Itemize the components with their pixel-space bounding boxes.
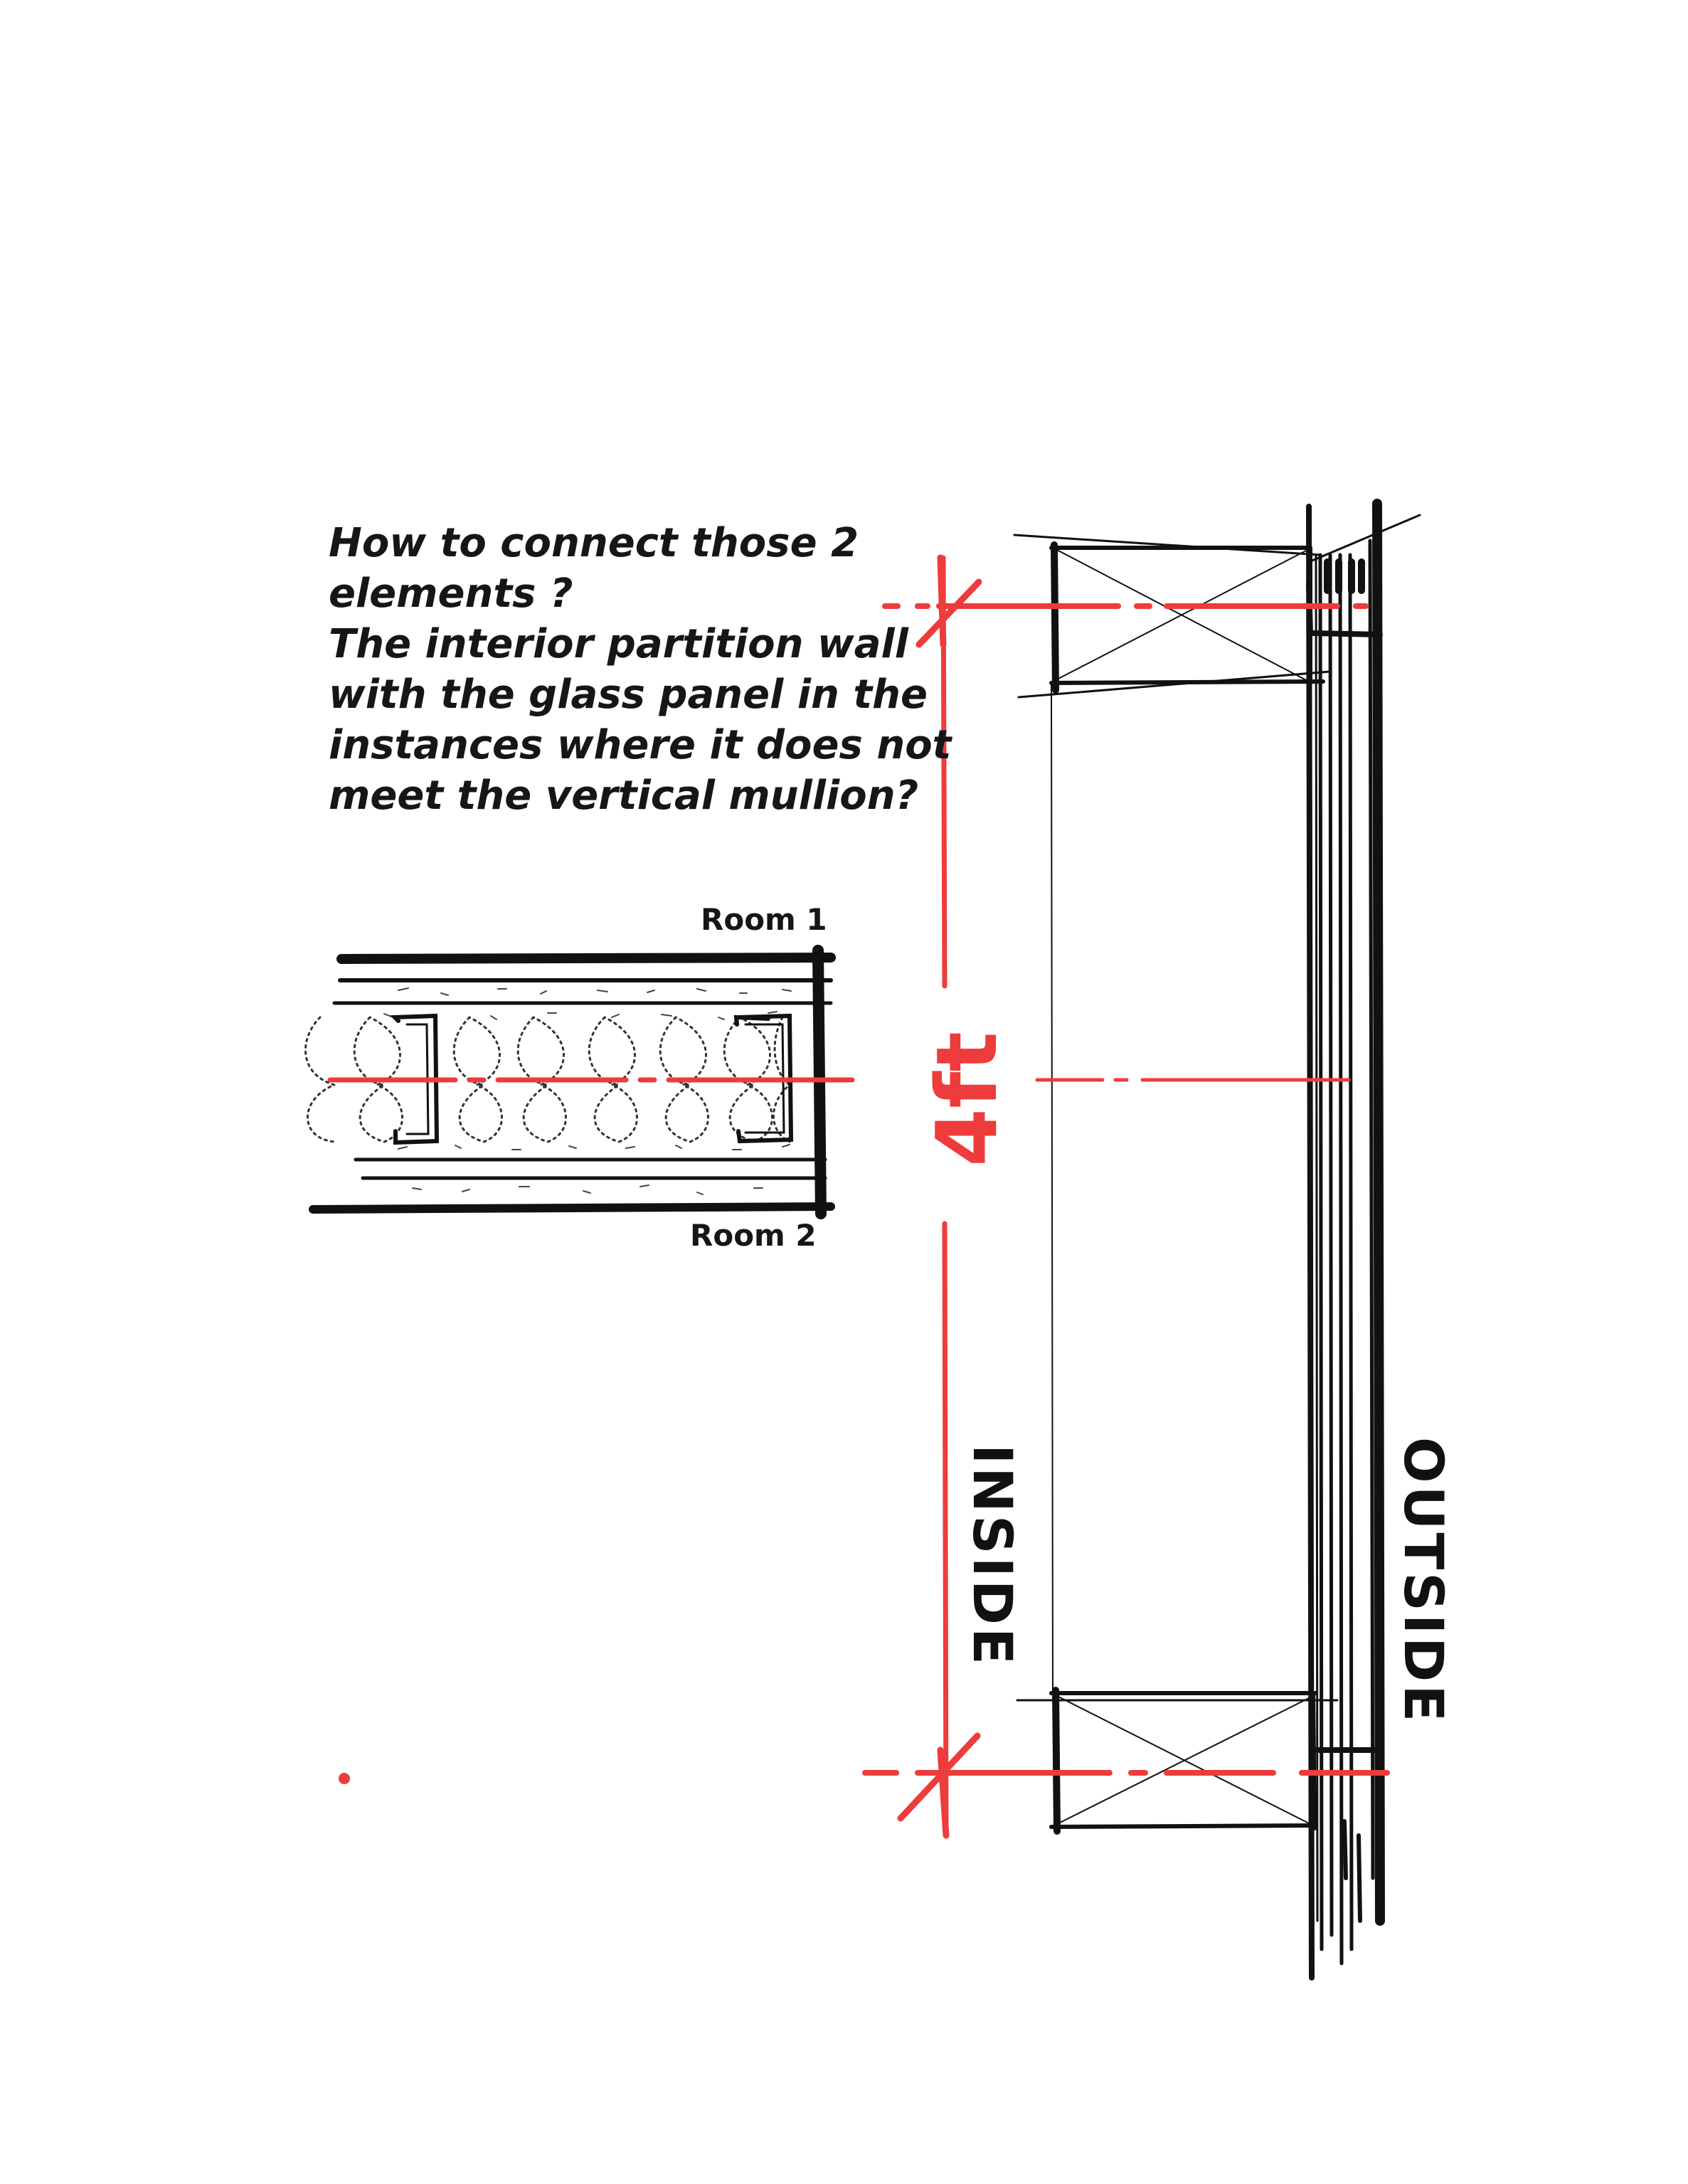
question-line-3: The interior partition wall — [329, 621, 908, 667]
mullion-line-1 — [1306, 504, 1315, 1981]
mullion-line-outer — [1372, 499, 1385, 1926]
question-line-6: meet the vertical mullion? — [329, 773, 919, 819]
question-line-2: elements ? — [329, 571, 573, 617]
dimension-lines — [327, 554, 1390, 1839]
outside-label: OUTSIDE — [1392, 1437, 1455, 1725]
question-line-1: How to connect those 2 — [329, 520, 859, 566]
room-1-label: Room 1 — [701, 902, 827, 937]
inside-label: INSIDE — [961, 1444, 1024, 1668]
wall-bottom-board — [309, 1202, 835, 1214]
glass-panel — [1051, 682, 1053, 1694]
question-line-5: instances where it does not — [329, 722, 952, 768]
partition-wall-section — [304, 945, 836, 1219]
stray-dot — [339, 1773, 350, 1784]
wall-top-board — [336, 953, 836, 964]
mullion-elevation — [1013, 499, 1421, 1981]
top-track-box — [1013, 534, 1383, 699]
question-line-4: with the glass panel in the — [329, 672, 928, 718]
room-2-label: Room 2 — [690, 1218, 817, 1253]
dimension-label: 4ft — [918, 1032, 1016, 1167]
bottom-track-box — [1016, 1687, 1383, 1835]
question-text: How to connect those 2 elements ? The in… — [329, 518, 952, 821]
metal-stud-right — [733, 1013, 794, 1144]
